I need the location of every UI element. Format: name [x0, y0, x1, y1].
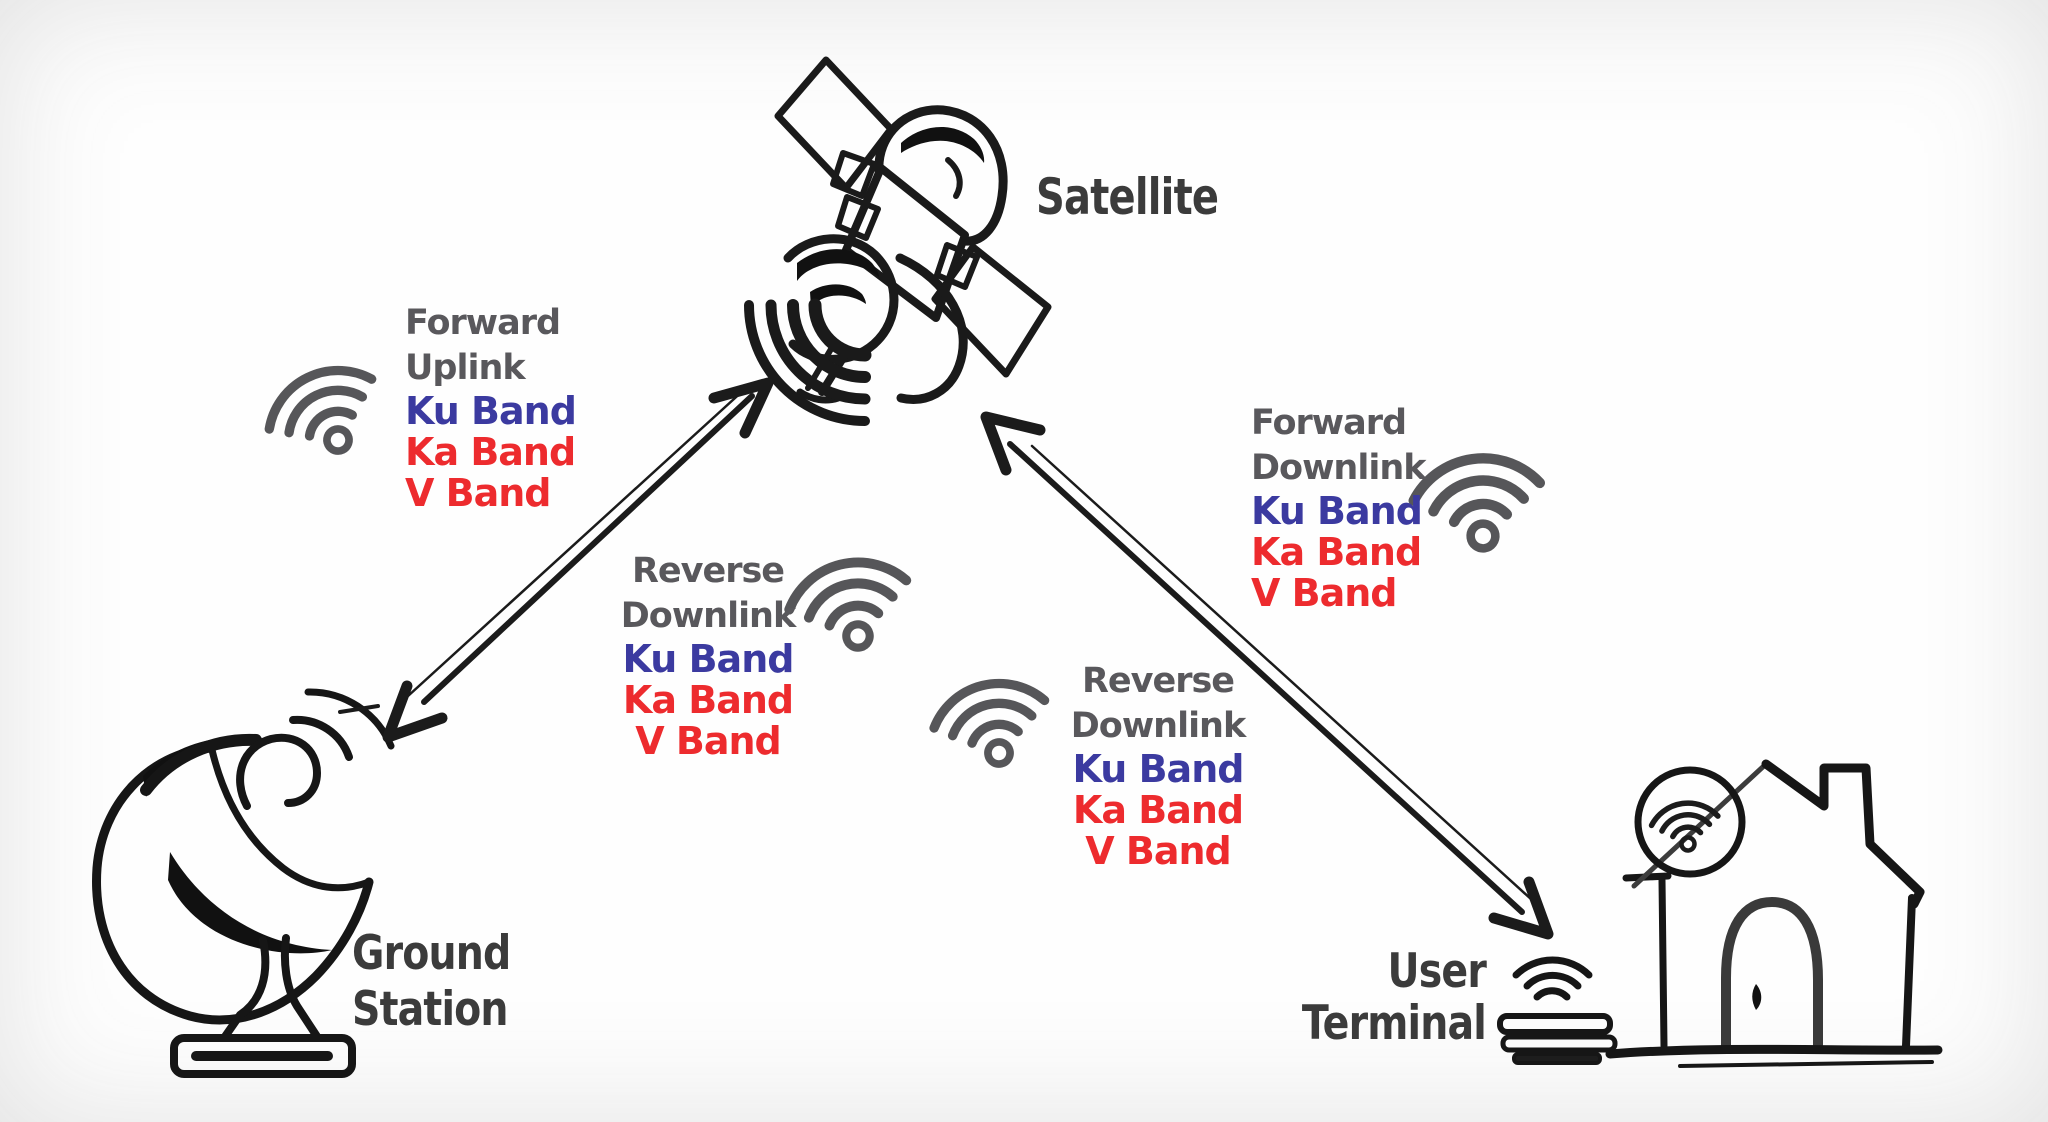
link-label-forward-uplink: Forward Uplink Ku Band Ka Band V Band	[405, 301, 577, 515]
link-direction: Reverse	[1081, 661, 1235, 701]
satellite-dome-highlight	[901, 127, 985, 163]
satellite-connector	[830, 150, 877, 199]
terminal-bar-2	[1500, 1034, 1618, 1053]
house-right-roof-chimney	[1761, 759, 1925, 909]
satellite-dish-swoosh	[810, 284, 866, 308]
arrow-shaft-echo	[1030, 444, 1534, 902]
link-label-reverse-downlink-user: Reverse Downlink Ku Band Ka Band V Band	[1033, 659, 1283, 872]
arrow-shaft	[1007, 441, 1525, 915]
satellite-dome-curl	[945, 157, 963, 199]
dish-rim-stroke	[140, 733, 262, 796]
house-left-wall	[1658, 876, 1668, 1050]
terminal-bar-3	[1512, 1052, 1602, 1065]
arrowhead-to-user	[1488, 876, 1554, 940]
ground-station-label-line1: Ground	[352, 926, 511, 981]
satellite-icon	[744, 56, 1052, 426]
user-terminal-device-icon	[1497, 956, 1618, 1065]
arrow-satellite-user	[980, 411, 1554, 940]
band-label-v: V Band	[1085, 829, 1232, 873]
arrow-shaft	[421, 393, 755, 705]
house-ground-line	[1605, 1044, 1943, 1059]
wifi-router-waves	[1649, 799, 1722, 855]
arrowhead-to-ground	[382, 680, 448, 743]
dish-bowl-inner	[208, 746, 373, 892]
satellite-dish-left	[783, 234, 899, 364]
link-channel: Downlink	[620, 596, 797, 636]
ground-station-label: Ground Station	[352, 926, 511, 1038]
band-label-v: V Band	[1251, 571, 1397, 615]
link-direction: Forward	[1251, 403, 1407, 443]
house-icon	[1605, 759, 1943, 1068]
dish-base-plate	[170, 1034, 356, 1078]
band-label-ku: Ku Band	[622, 637, 795, 681]
house-right-wall	[1902, 894, 1916, 1050]
link-direction: Forward	[405, 303, 561, 343]
arrowhead-to-satellite	[708, 377, 774, 439]
user-terminal-label-line2: Terminal	[1301, 996, 1487, 1051]
arrowhead-flick	[338, 704, 380, 714]
band-label-v: V Band	[405, 471, 551, 515]
house-ground-line-2	[1678, 1060, 1934, 1068]
wifi-signal-icon-forward-downlink	[1409, 450, 1548, 557]
satellite-dish-swoosh	[797, 249, 879, 281]
arrowhead-to-satellite	[980, 411, 1046, 476]
band-label-ka: Ka Band	[405, 430, 576, 474]
band-label-v: V Band	[635, 719, 782, 763]
link-channel: Downlink	[1251, 448, 1427, 488]
satellite-antenna-dome	[874, 105, 1008, 246]
user-terminal-label: User Terminal	[1246, 944, 1487, 1051]
satellite-signal-arcs	[744, 298, 872, 426]
house-door	[1721, 897, 1823, 1053]
band-label-ka: Ka Band	[1072, 788, 1244, 832]
link-label-reverse-downlink-ground: Reverse Downlink Ku Band Ka Band V Band	[583, 549, 833, 762]
link-direction: Reverse	[631, 551, 785, 591]
ground-station-label-line2: Station	[352, 982, 509, 1037]
ground-station-dish-icon	[92, 688, 395, 1078]
link-label-forward-downlink: Forward Downlink Ku Band Ka Band V Band	[1251, 401, 1427, 615]
link-channel: Downlink	[1070, 706, 1247, 746]
satellite-label: Satellite	[1036, 168, 1219, 226]
satellite-dish-rim	[895, 253, 968, 404]
band-label-ka: Ka Band	[1251, 530, 1422, 574]
arrow-shaft-echo	[406, 386, 748, 698]
dish-bowl-outer	[92, 743, 374, 1025]
band-label-ka: Ka Band	[622, 678, 794, 722]
wifi-signal-icon-forward-uplink	[256, 353, 394, 475]
dish-feed-horn	[236, 733, 321, 810]
terminal-bar-1	[1497, 1013, 1613, 1035]
dish-inner-swoosh	[168, 852, 332, 954]
wifi-router-icon	[1634, 766, 1746, 878]
user-terminal-signal-arcs	[1512, 956, 1593, 1001]
arrow-ground-satellite	[338, 377, 774, 743]
link-channel: Uplink	[405, 348, 526, 388]
satellite-solar-panel-bottom	[931, 243, 1052, 378]
user-terminal-label-line1: User	[1387, 944, 1487, 999]
satellite-body	[842, 164, 969, 322]
house-door-handle	[1752, 984, 1762, 1010]
band-label-ku: Ku Band	[405, 389, 577, 433]
band-label-ku: Ku Band	[1072, 747, 1245, 791]
band-label-ku: Ku Band	[1251, 489, 1423, 533]
